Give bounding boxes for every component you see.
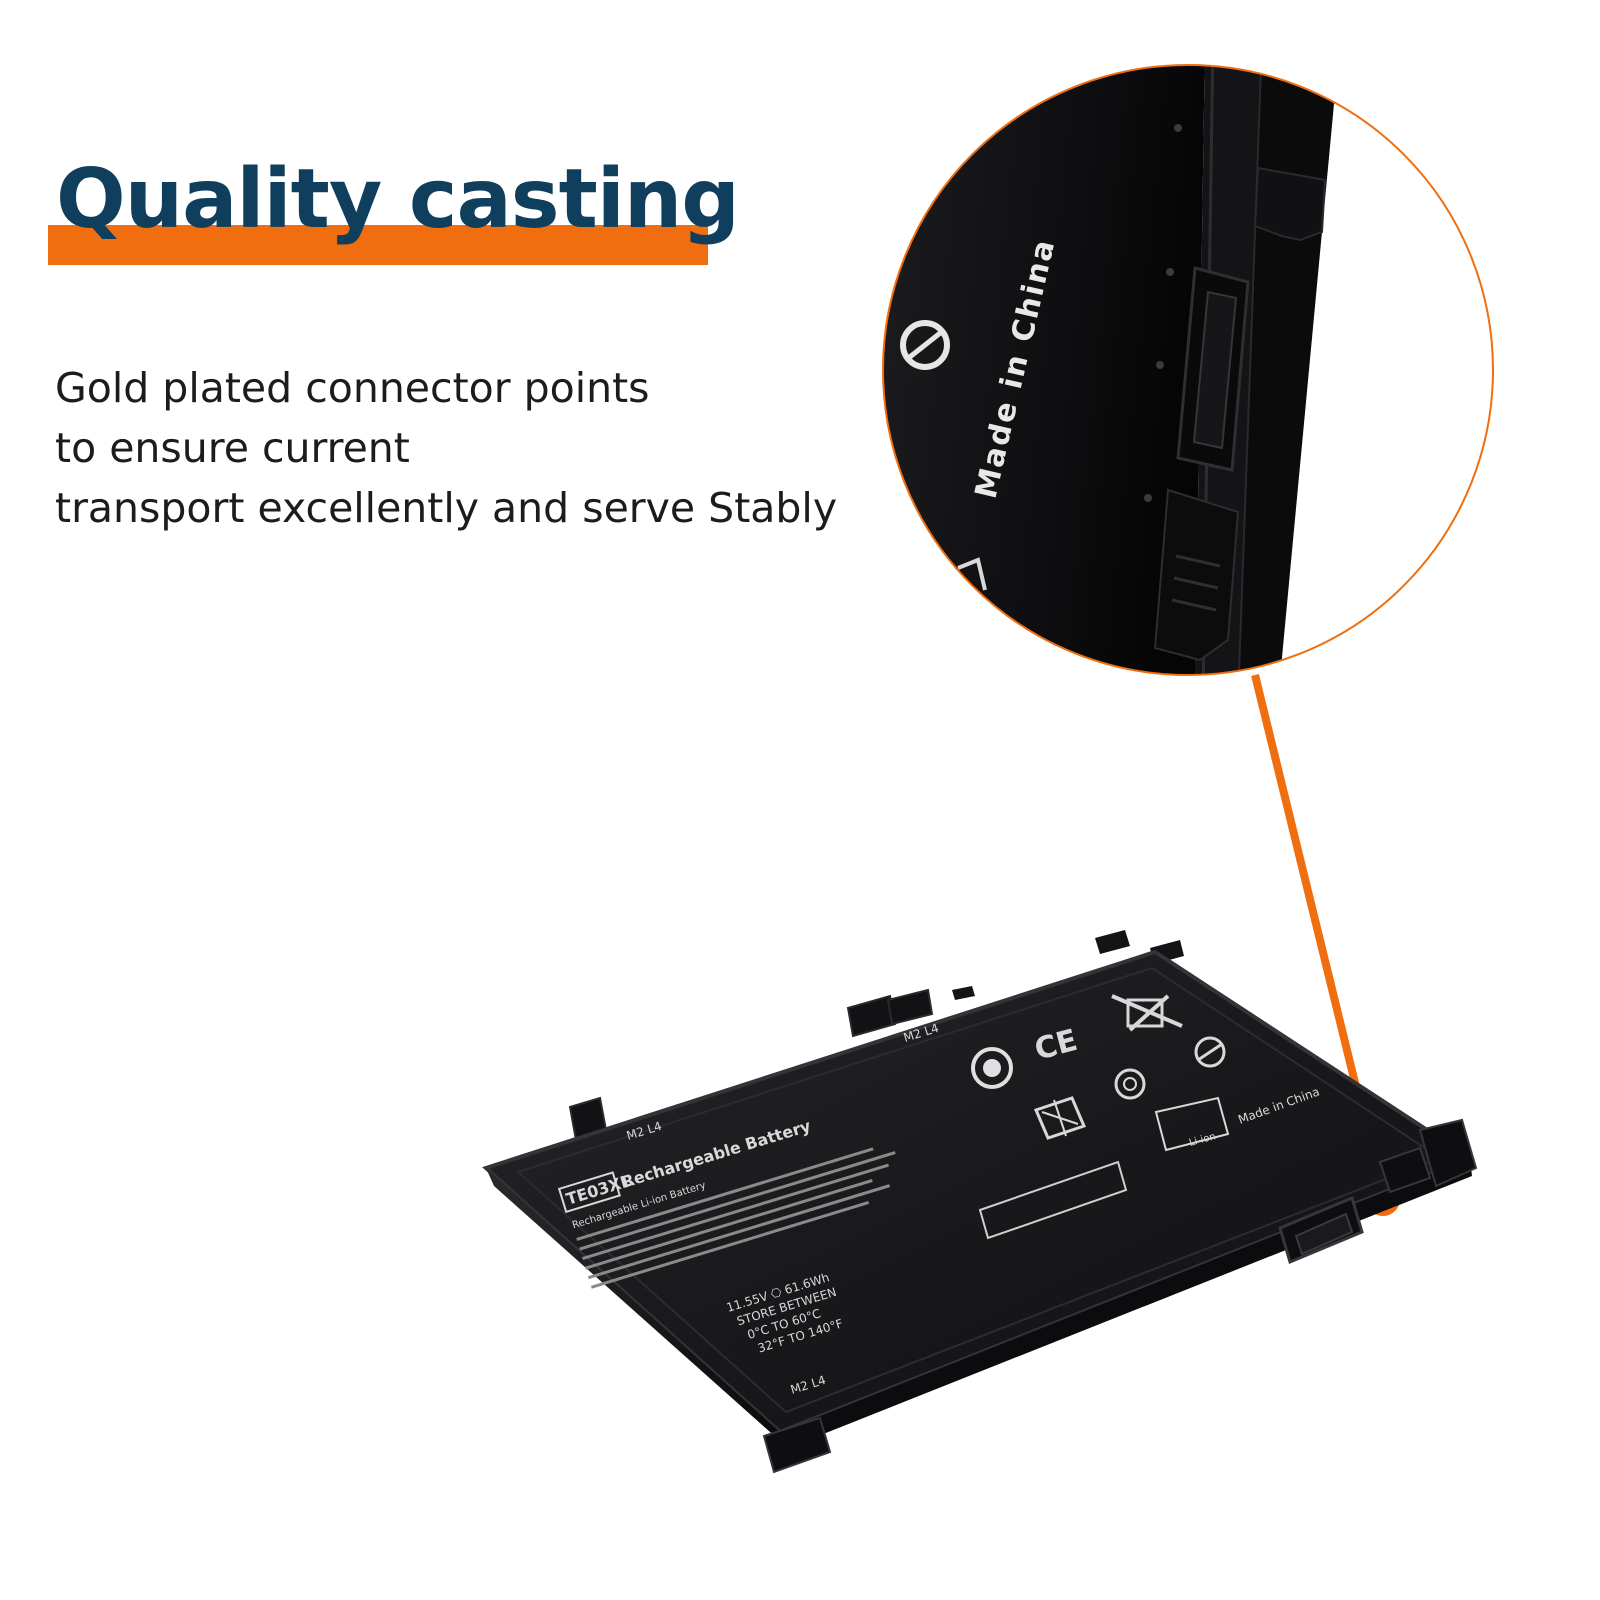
compliance-mark-icon — [1033, 1096, 1087, 1140]
battery-illustration: TE03XL Rechargeable Battery Rechargeable… — [482, 930, 1478, 1474]
zoom-detail: Made in China — [882, 64, 1494, 676]
description-line-1: Gold plated connector points — [55, 364, 650, 412]
weee-crossed-bin-icon — [1111, 994, 1183, 1032]
pse-icon — [971, 1047, 1013, 1089]
zoom-circle-border — [882, 64, 1494, 676]
headline-block: Quality casting — [48, 150, 740, 270]
model-box — [557, 1171, 621, 1214]
recycle-icon — [900, 320, 950, 370]
battery-label: TE03XL Rechargeable Battery Rechargeable… — [557, 994, 1321, 1397]
description-line-3: transport excellently and serve Stably — [55, 484, 838, 532]
description: Gold plated connector points to ensure c… — [55, 358, 915, 538]
serial-box — [978, 1160, 1128, 1240]
headline: Quality casting — [56, 152, 740, 247]
recycle-icon — [1194, 1036, 1226, 1068]
headline-underline-bar — [48, 225, 708, 265]
rcm-icon — [1114, 1068, 1146, 1100]
description-line-2: to ensure current — [55, 424, 410, 472]
